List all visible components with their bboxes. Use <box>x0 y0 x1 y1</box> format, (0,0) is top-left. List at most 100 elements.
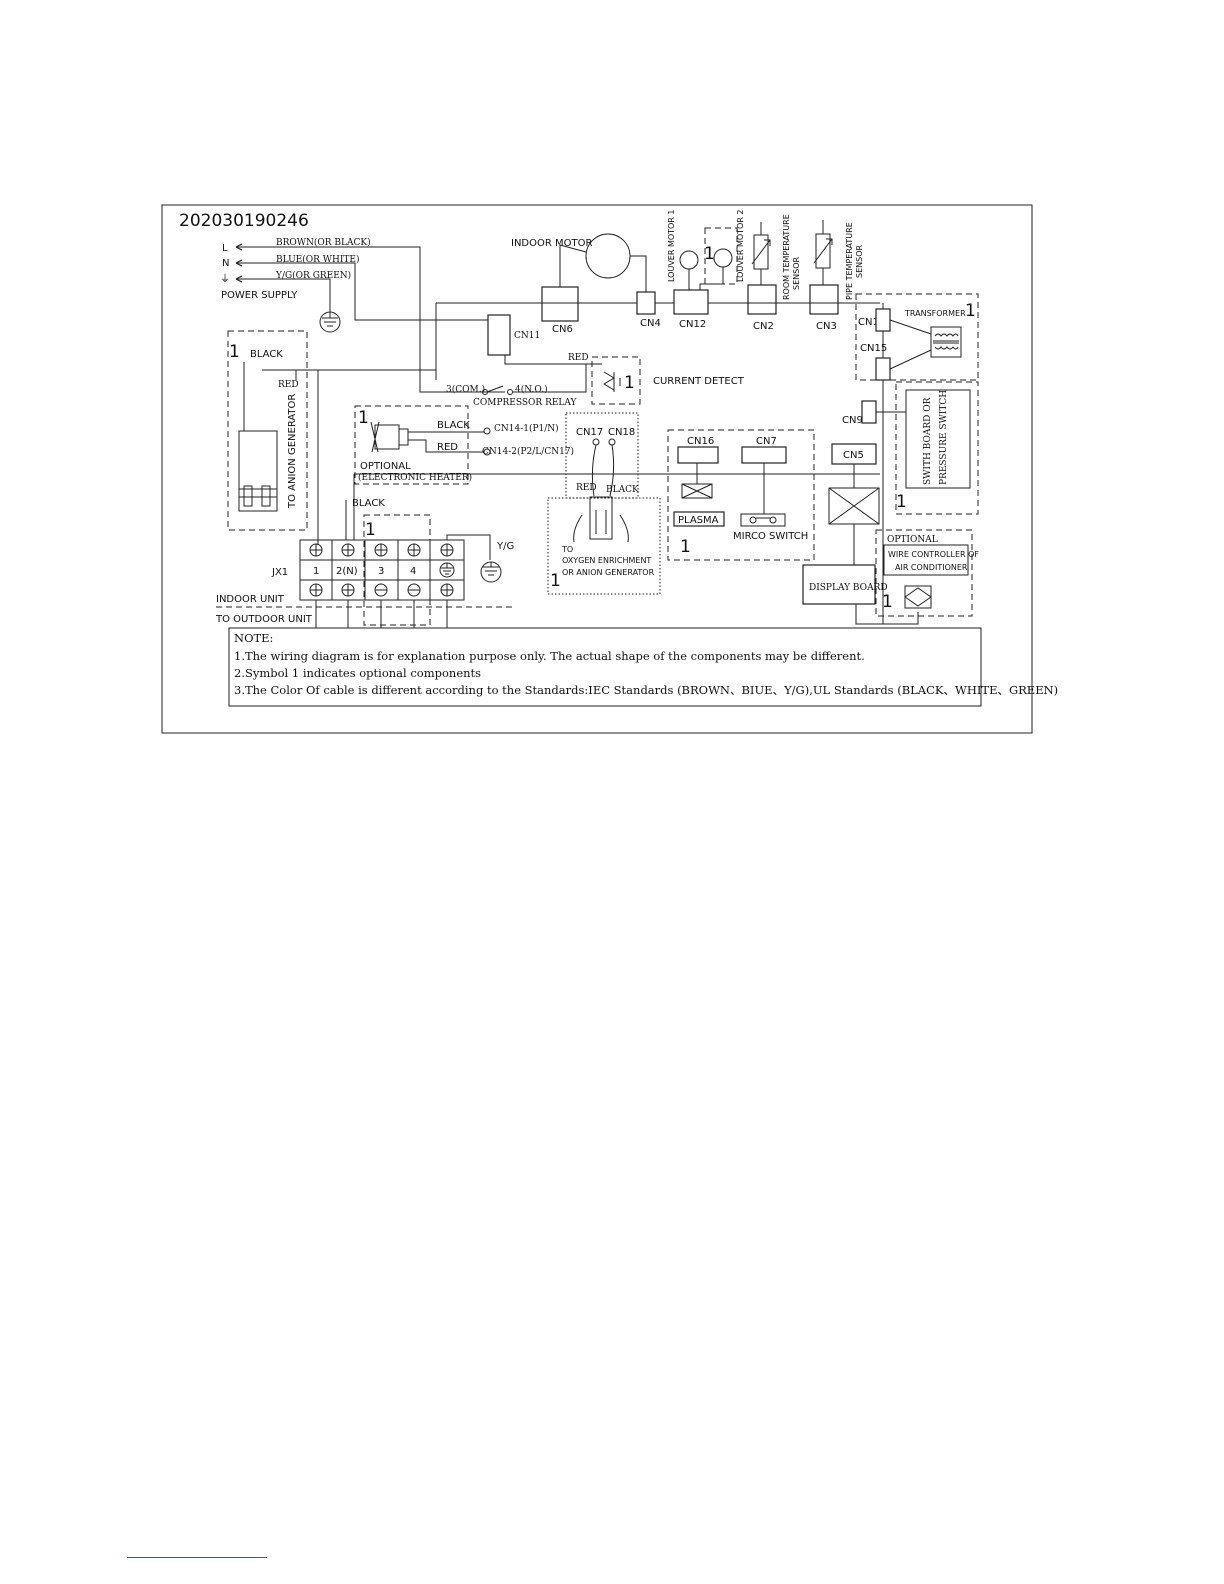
cn11-label: CN11 <box>514 331 540 341</box>
compressor-relay-label: COMPRESSOR RELAY <box>473 398 578 408</box>
yg-wire-label: Y/G <box>496 541 514 552</box>
cn15-connector <box>875 357 891 381</box>
cn7-label: CN7 <box>756 436 777 447</box>
terminal-n-label: N <box>222 258 229 269</box>
note-line-3: 3.The Color Of cable is different accord… <box>234 683 1058 697</box>
cn9-label: CN9 <box>842 415 863 426</box>
terminal-3-label: 3 <box>378 566 384 577</box>
plasma-switch-block: CN16 CN7 PLASMA MIRCO SWITCH 1 <box>667 429 815 561</box>
cn15-label: CN15 <box>860 343 887 354</box>
room-sensor-label-2: SENSOR <box>792 257 801 290</box>
cn6-connector <box>541 286 579 322</box>
terminal-earth-label: ⏚ <box>220 273 230 285</box>
cn5-label: CN5 <box>843 450 864 461</box>
anion-generator: 1 BLACK RED TO ANION GENERATOR <box>227 330 436 545</box>
notes-box: NOTE: 1.The wiring diagram is for explan… <box>228 627 1058 707</box>
notes-title: NOTE: <box>234 631 273 645</box>
cn4-label: CN4 <box>640 318 661 329</box>
optional-mark: 1 <box>550 571 561 591</box>
terminal-4-label: 4 <box>410 566 416 577</box>
oxygen-label-3: OR ANION GENERATOR <box>562 568 655 577</box>
wire-controller-block: OPTIONAL WIRE CONTROLLER OF AIR CONDITIO… <box>875 529 979 617</box>
red-wire-label: RED <box>568 353 589 363</box>
transformer-label: TRANSFORMER <box>904 309 966 318</box>
transformer-symbol <box>930 326 962 358</box>
wire-controller-label-2: AIR CONDITIONER <box>895 563 968 572</box>
cn16-connector <box>677 446 719 464</box>
indoor-unit-label: INDOOR UNIT <box>216 594 285 605</box>
optional-mark: 1 <box>365 520 376 540</box>
cn4-connector <box>636 291 656 315</box>
cn1-label: CN1 <box>858 317 879 328</box>
current-detect-block: CN11 RED 1 CURRENT DETECT 3(COM.) 4(N.O.… <box>446 314 745 408</box>
black-wire-label: BLACK <box>606 485 639 495</box>
cn16-label: CN16 <box>687 436 714 447</box>
anion-generator-label: TO ANION GENERATOR <box>287 394 298 509</box>
electronic-heater: 1 BLACK RED CN14-1(P1/N) CN14-2(P2/L/CN1… <box>354 405 574 485</box>
switch-board-block: SWITH BOARD OR PRESSURE SWITCH 1 <box>895 381 979 515</box>
optional-mark: 1 <box>229 342 240 362</box>
wire-blue-label: BLUE(OR WHITE) <box>276 254 360 265</box>
red-wire-label: RED <box>278 380 299 390</box>
red-wire-label: RED <box>437 442 458 453</box>
transformer-block: 1 CN1 CN15 TRANSFORMER <box>855 293 979 624</box>
terminal-1-label: 1 <box>313 566 319 577</box>
louver-motors: LOUVER MOTOR 1 LOUVER MOTOR 2 1 CN12 <box>667 209 745 330</box>
indoor-motor-label: INDOOR MOTOR <box>511 238 592 249</box>
cn18-label: CN18 <box>608 427 635 438</box>
optional-mark: 1 <box>704 244 715 264</box>
oxygen-label-1: TO <box>561 545 573 554</box>
optional-mark: 1 <box>680 537 691 557</box>
oxygen-generator: CN17 CN18 RED BLACK TO OXYGEN ENRICHMENT… <box>547 412 661 595</box>
plasma-label: PLASMA <box>678 515 719 526</box>
louver-2-label: LOUVER MOTOR 2 <box>736 209 745 282</box>
micro-switch-label: MIRCO SWITCH <box>733 531 808 542</box>
display-board <box>802 564 876 605</box>
plasma-box <box>673 511 725 527</box>
optional-mark: 1 <box>624 373 635 393</box>
footer-link-underline[interactable] <box>127 1557 267 1558</box>
cn11-connector <box>487 314 511 356</box>
cn7-connector <box>741 446 787 464</box>
relay-com-label: 3(COM.) <box>446 384 485 395</box>
terminal-strip <box>299 539 465 601</box>
jx1-label: JX1 <box>271 567 288 578</box>
optional-mark: 1 <box>358 408 369 428</box>
wire-controller-label-1: WIRE CONTROLLER OF <box>888 550 979 559</box>
heater-label: (ELECTRONIC HEATER) <box>358 472 472 483</box>
switch-board-label-1: SWITH BOARD OR <box>923 397 933 485</box>
cn6-label: CN6 <box>552 324 573 335</box>
cn12-label: CN12 <box>679 319 706 330</box>
pipe-sensor-label-2: SENSOR <box>855 245 864 278</box>
black-wire-label: BLACK <box>352 498 385 509</box>
current-detect-label: CURRENT DETECT <box>653 376 745 387</box>
heater-optional-label: OPTIONAL <box>360 461 411 472</box>
room-temperature-sensor: CN2 ROOM TEMPERATURE SENSOR <box>747 214 801 332</box>
cn9-connector <box>861 400 877 424</box>
cn1-connector <box>875 308 891 332</box>
display-board-label: DISPLAY BOARD <box>809 583 888 593</box>
cn3-label: CN3 <box>816 321 837 332</box>
cn12-connector <box>673 289 709 315</box>
terminal-l-label: L <box>222 243 228 254</box>
switch-board-label-2: PRESSURE SWITCH <box>939 390 949 485</box>
oxygen-label-2: OXYGEN ENRICHMENT <box>562 556 651 565</box>
optional-mark: 1 <box>965 301 976 321</box>
power-supply-label: POWER SUPPLY <box>221 290 298 301</box>
red-wire-label: RED <box>576 483 597 493</box>
pipe-sensor-label-1: PIPE TEMPERATURE <box>845 222 854 300</box>
room-sensor-label-1: ROOM TEMPERATURE <box>782 214 791 300</box>
louver-1-label: LOUVER MOTOR 1 <box>667 209 676 282</box>
cn14-1-label: CN14-1(P1/N) <box>494 423 559 434</box>
cn2-connector <box>747 284 777 315</box>
wire-yg-label: Y/G(OR GREEN) <box>275 270 351 281</box>
optional-mark: 1 <box>882 592 893 612</box>
terminal-block-jx1: BLACK 1 JX1 1 2(N) 3 4 Y/G INDOOR UNIT <box>215 474 515 628</box>
optional-mark: 1 <box>896 492 907 512</box>
relay-no-label: 4(N.O.) <box>515 384 548 395</box>
cn3-connector <box>809 284 839 315</box>
wire-controller-optional-label: OPTIONAL <box>887 535 938 545</box>
cn2-label: CN2 <box>753 321 774 332</box>
diagram-frame <box>161 204 1033 734</box>
